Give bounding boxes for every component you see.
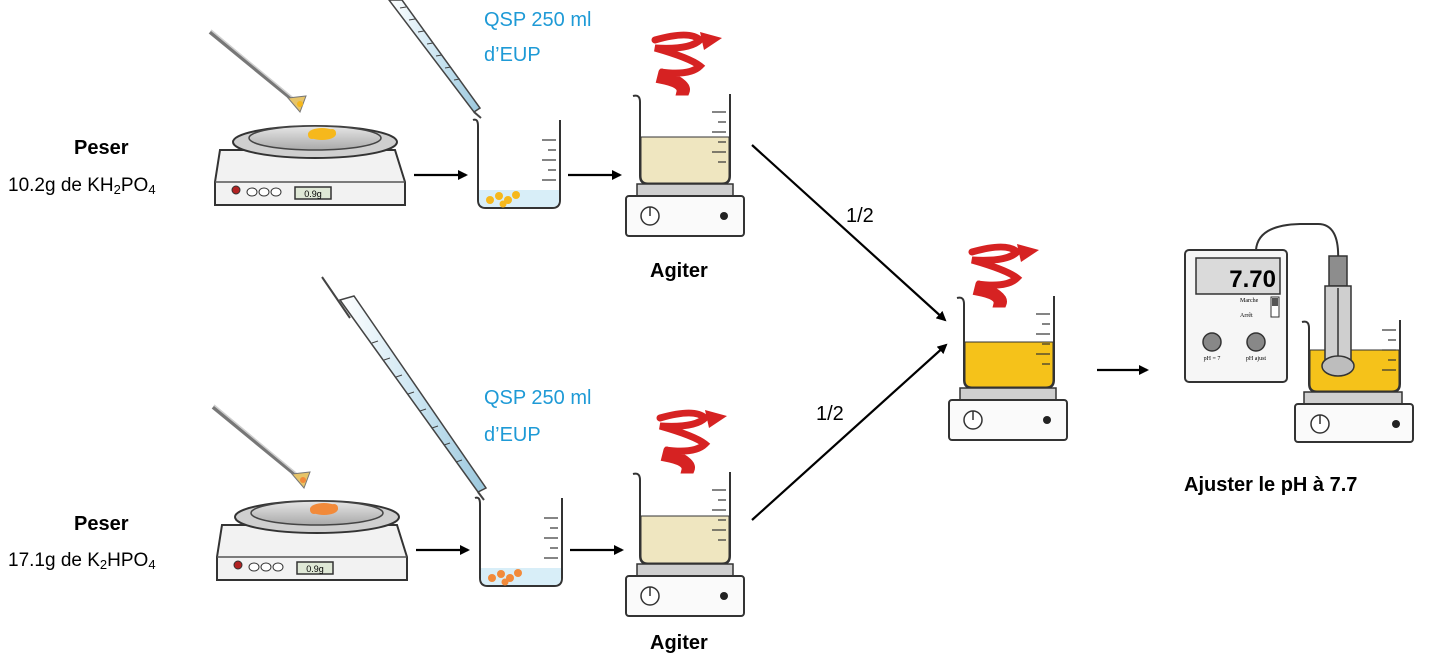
top-qty-mid: PO [120,175,149,196]
top-scale-display: 0.9g [304,189,322,199]
meter-knob-right-label: pH ajust [1246,356,1266,362]
top-stir-label: Agiter [650,260,708,282]
ph-electrode [1321,255,1355,377]
bottom-spatula [211,404,311,489]
bottom-beaker-water [474,496,563,587]
top-stir-icon [651,31,722,96]
top-beaker-water [472,118,561,209]
arrow-bottom-to-mix [751,343,948,521]
meter-knob-left-label: pH = 7 [1204,356,1221,362]
top-weigh-quantity: 10.2g de KH2PO4 [8,175,156,197]
top-beaker-stir [632,94,731,185]
bottom-stir-label: Agiter [650,632,708,654]
top-qsp-line2: d’EUP [484,44,541,66]
top-stirrer-plate [625,183,745,237]
top-weigh-title: Peser [74,137,129,159]
mix-stir-icon [968,243,1039,308]
ph-meter: 7.70 Marche Arrêt pH = 7 pH ajust [1184,223,1340,383]
top-ratio-label: 1/2 [846,205,874,227]
bottom-qsp-line1: QSP 250 ml [484,387,592,409]
arrow-top-to-mix [751,144,947,322]
bottom-qty-prefix: 17.1g de K [8,550,100,571]
bottom-qsp-line2: d’EUP [484,424,541,446]
top-qty-prefix: 10.2g de KH [8,175,114,196]
adjust-ph-label: Ajuster le pH à 7.7 [1184,474,1358,496]
mix-beaker [956,296,1055,389]
top-pipette [388,0,482,119]
bottom-balance: 0.9g [216,500,408,581]
bottom-stirrer-plate [625,563,745,617]
top-qsp-line1: QSP 250 ml [484,9,592,31]
top-spatula [208,29,307,113]
top-qty-sub2: 4 [148,182,156,197]
bottom-beaker-stir [632,472,731,565]
bottom-qty-sub1: 2 [99,557,108,572]
bottom-pipette [321,276,488,501]
bottom-scale-display: 0.9g [306,564,324,574]
bottom-ratio-label: 1/2 [816,403,844,425]
bottom-weigh-quantity: 17.1g de K2HPO4 [8,550,156,572]
top-qty-sub1: 2 [113,182,121,197]
bottom-qty-sub2: 4 [148,557,156,572]
bottom-weigh-title: Peser [74,513,129,535]
ph-display: 7.70 [1229,266,1276,293]
bottom-qty-mid: HPO [107,550,149,571]
flow-arrows [414,144,1149,555]
top-balance: 0.9g [214,125,406,206]
bottom-stir-icon [656,409,727,474]
meter-switch-off: Arrêt [1240,313,1253,319]
mix-stirrer-plate [948,387,1068,441]
ph-stirrer-plate [1294,391,1414,443]
meter-switch-on: Marche [1240,298,1259,304]
